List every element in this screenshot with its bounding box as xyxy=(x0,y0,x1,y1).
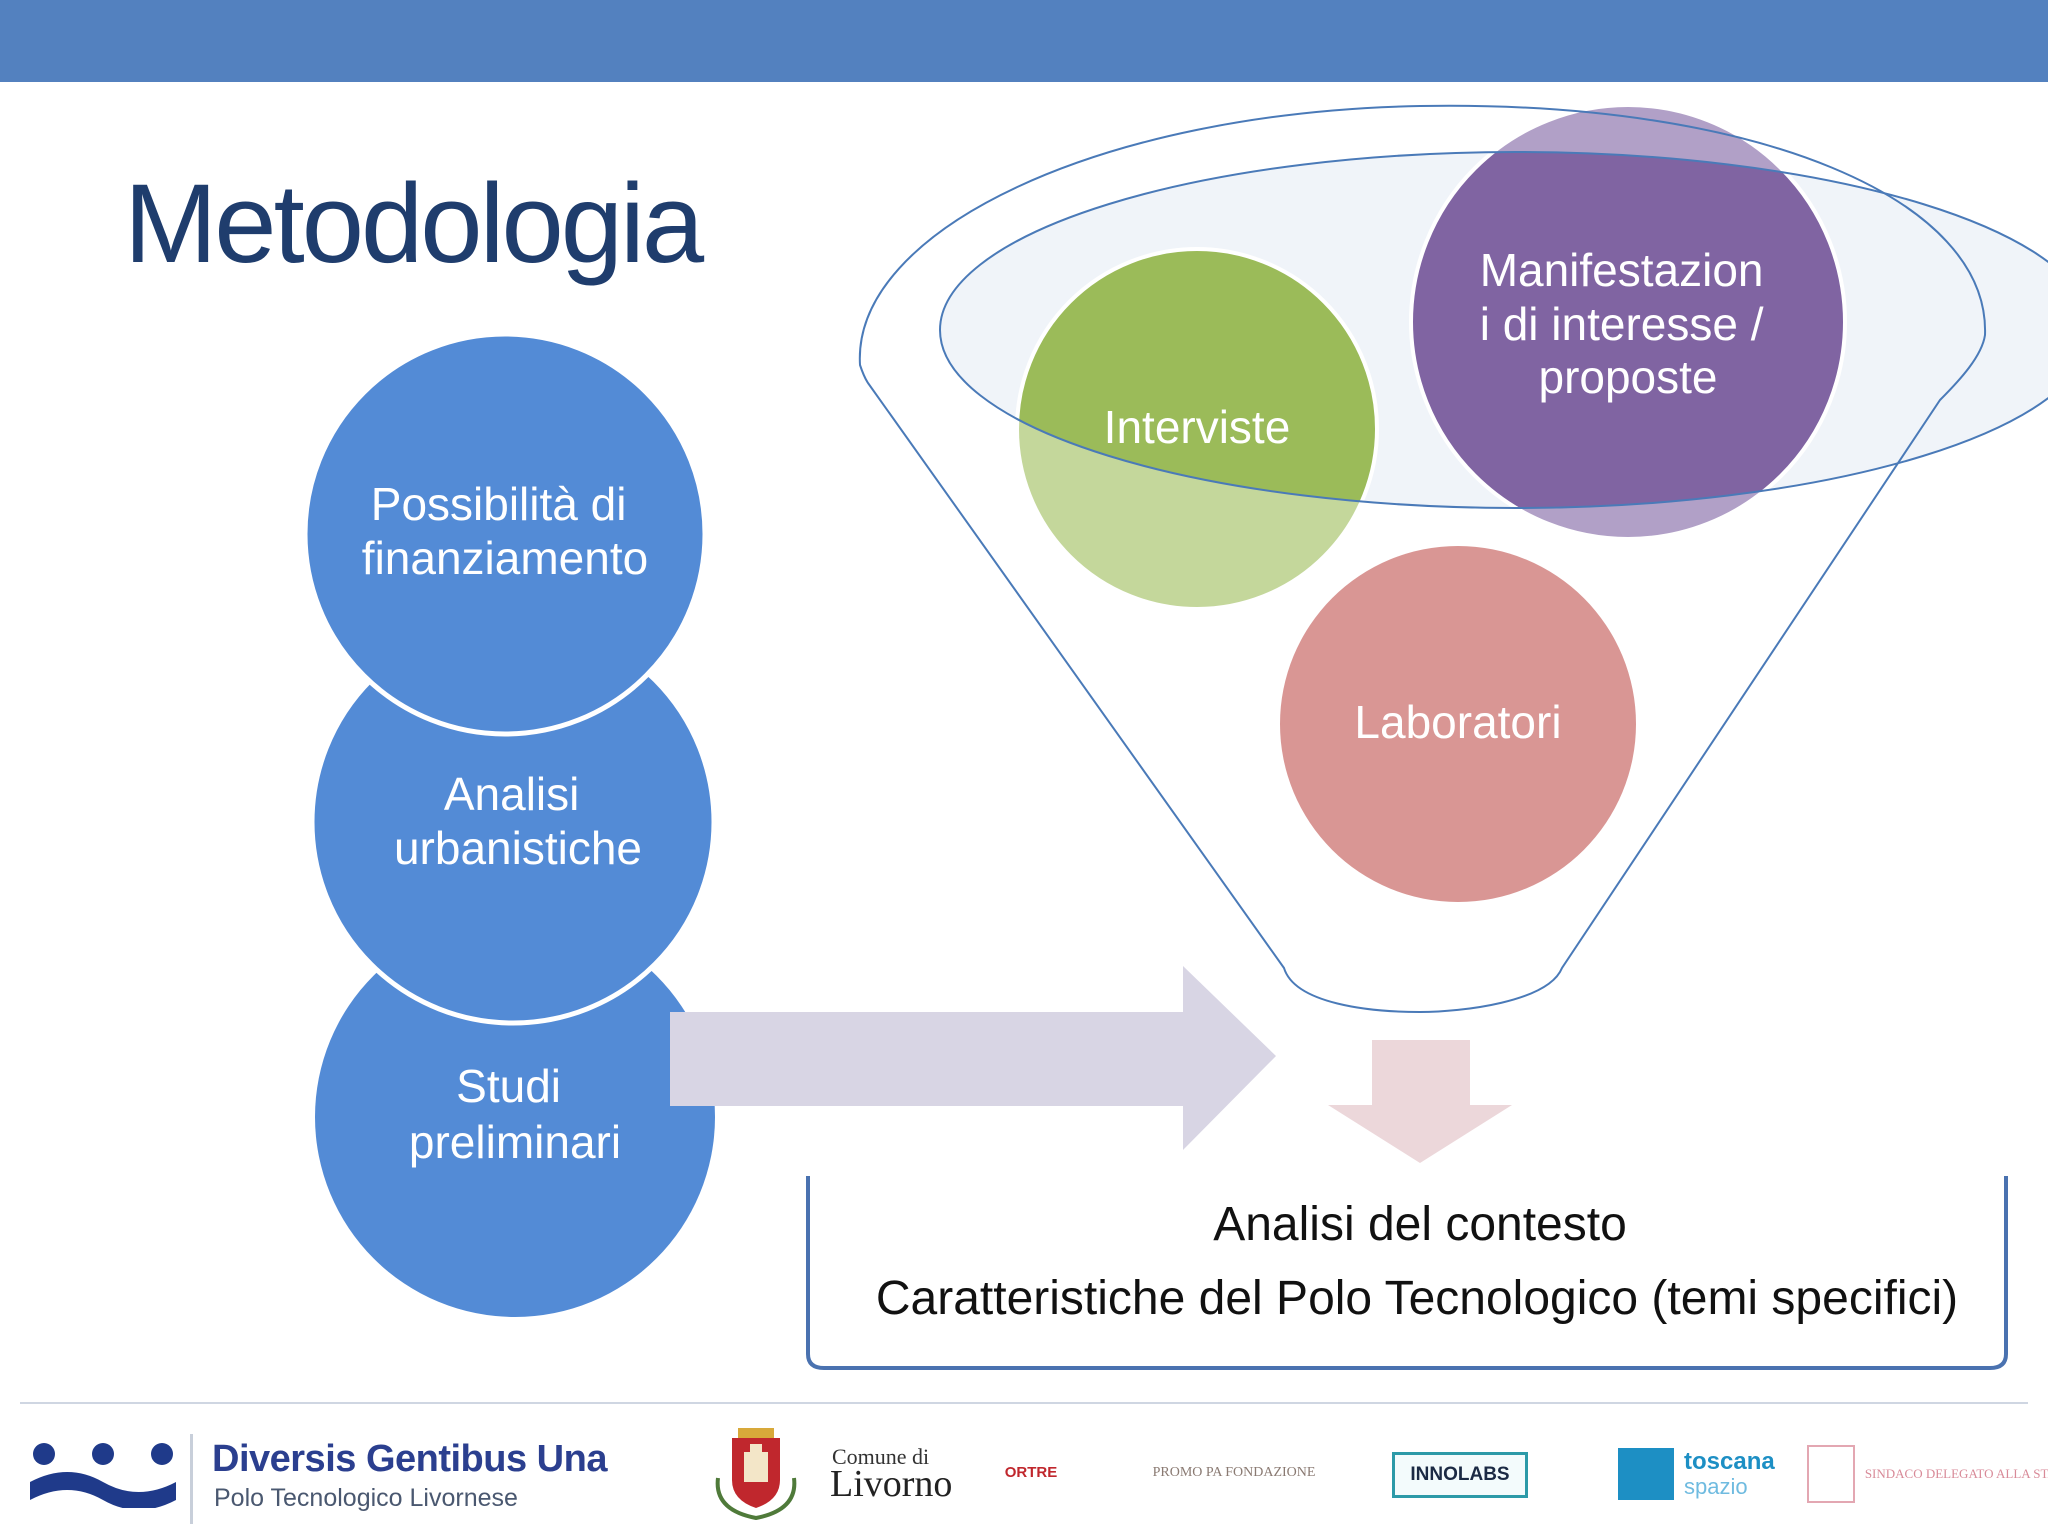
red-partner-logo-text: ORTRE xyxy=(1004,1463,1058,1481)
label-laboratori: Laboratori xyxy=(1354,696,1561,748)
arrow-down xyxy=(1328,1040,1512,1163)
label-laboratori-line1: Laboratori xyxy=(1354,696,1561,748)
result-bracket xyxy=(806,1176,2008,1370)
label-analisi-line2: urbanistiche xyxy=(394,822,642,874)
dgu-title: Diversis Gentibus Una xyxy=(212,1438,607,1480)
logo-separator xyxy=(190,1434,193,1524)
diversis-gentibus-una-logo: Diversis Gentibus Una Polo Tecnologico L… xyxy=(28,1432,628,1524)
label-analisi-line1: Analisi xyxy=(444,768,580,820)
funnel: Manifestazion i di interesse / proposte … xyxy=(858,103,2048,1014)
circle-studi-preliminari xyxy=(315,917,715,1317)
label-manifestazioni-line1: Manifestazion xyxy=(1480,244,1764,296)
spazio-label: spazio xyxy=(1684,1474,1748,1499)
result-line2: Caratteristiche del Polo Tecnologico (te… xyxy=(876,1272,1958,1325)
label-studi-preliminari: Studi preliminari xyxy=(409,1060,621,1168)
label-interviste-line1: Interviste xyxy=(1104,401,1291,453)
innolabs-logo-text: INNOLABS xyxy=(1410,1464,1510,1485)
sindaco-startup-logo: SINDACO DELEGATO ALLA STARTUP xyxy=(1806,1442,2048,1506)
innolabs-logo: INNOLABS xyxy=(1392,1452,1528,1498)
result-line1: Analisi del contesto xyxy=(1213,1198,1627,1251)
circle-laboratori xyxy=(1280,546,1636,902)
label-interviste: Interviste xyxy=(1104,401,1291,453)
footer-logo-strip: Diversis Gentibus Una Polo Tecnologico L… xyxy=(0,1404,2048,1536)
circle-possibilita-finanziamento xyxy=(302,331,708,737)
funnel-outline xyxy=(858,104,1987,1014)
livorno-crest-icon xyxy=(715,1428,797,1521)
top-accent-bar xyxy=(0,0,2048,82)
label-possibilita-line2: finanziamento xyxy=(362,532,648,584)
label-studi-line2: preliminari xyxy=(409,1116,621,1168)
circle-manifestazioni-rim-part xyxy=(1411,152,1845,508)
toscana-spazio-logo: toscana spazio xyxy=(1618,1444,1775,1504)
circle-manifestazioni-border xyxy=(1409,103,1847,541)
sindaco-startup-text: SINDACO DELEGATO ALLA STARTUP xyxy=(1864,1465,2048,1481)
arrow-right xyxy=(670,966,1276,1150)
promo-pa-logo-text: PROMO PA FONDAZIONE xyxy=(1152,1464,1316,1480)
label-studi-line1: Studi xyxy=(456,1060,561,1112)
funnel-rim-outline xyxy=(939,151,2048,509)
footer-divider xyxy=(20,1402,2028,1404)
label-manifestazioni-line3: proposte xyxy=(1538,351,1717,403)
toscana-label: toscana xyxy=(1684,1448,1775,1475)
label-analisi-urbanistiche: Analisi urbanistiche xyxy=(394,768,642,874)
sindaco-emblem-icon xyxy=(1806,1445,1855,1503)
toscana-square-icon xyxy=(1618,1448,1674,1500)
label-possibilita-line1: Possibilità di xyxy=(371,478,627,530)
left-circle-stack: Possibilità di finanziamento Analisi urb… xyxy=(302,331,717,1317)
label-manifestazioni-line2: i di interesse / xyxy=(1480,298,1764,350)
red-partner-logo: ORTRE xyxy=(990,1444,1072,1500)
methodology-diagram: Possibilità di finanziamento Analisi urb… xyxy=(302,103,2048,1370)
wave-dots-icon xyxy=(30,1443,176,1508)
circle-interviste-border xyxy=(1015,247,1379,611)
slide-title: Metodologia xyxy=(124,161,704,286)
dgu-subtitle: Polo Tecnologico Livornese xyxy=(214,1484,518,1512)
comune-di-label: Comune di xyxy=(832,1444,930,1469)
label-possibilita: Possibilità di finanziamento xyxy=(362,478,648,584)
circle-interviste-rim-part xyxy=(1017,249,1377,508)
promo-pa-logo: PROMO PA FONDAZIONE xyxy=(1153,1448,1316,1498)
label-manifestazioni: Manifestazion i di interesse / proposte xyxy=(1480,244,1777,403)
livorno-label: Livorno xyxy=(830,1463,953,1505)
